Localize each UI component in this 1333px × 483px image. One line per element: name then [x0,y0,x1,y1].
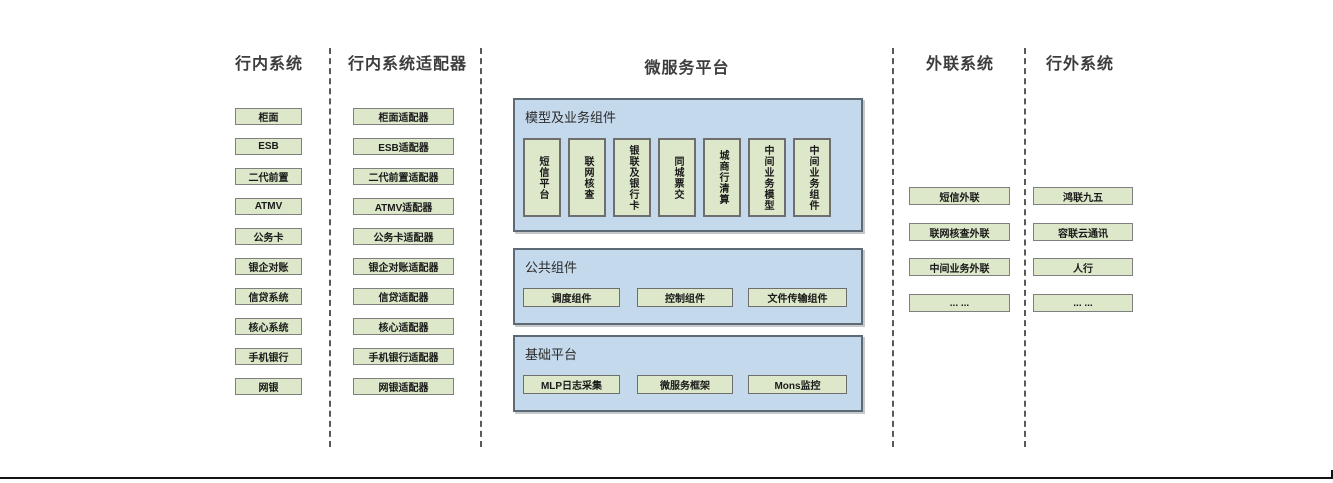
column-divider [1024,48,1026,447]
component-box: 调度组件 [523,288,620,307]
adapter-box: 信贷适配器 [353,288,454,305]
panel-title: 模型及业务组件 [525,110,617,125]
adapter-box: 柜面适配器 [353,108,454,125]
external-link-box: 中间业务外联 [909,258,1010,276]
panel-model-business-components: 模型及业务组件 短信平台 联网核查 银联及银行卡 同城票交 城商行清算 中间业务… [513,98,863,232]
component-box: 短信平台 [523,138,561,217]
col-title-internal-systems: 行内系统 [234,56,303,73]
col-title-outside-systems: 行外系统 [1045,56,1114,73]
system-box: 二代前置 [235,168,302,185]
component-box: 中间业务组件 [793,138,831,217]
component-box: 同城票交 [658,138,696,217]
outside-system-box: 鸿联九五 [1033,187,1133,205]
col-title-microservice-platform: 微服务平台 [644,60,730,77]
adapter-box: 网银适配器 [353,378,454,395]
column-divider [329,48,331,447]
component-box: 城商行清算 [703,138,741,217]
panel-common-components: 公共组件 调度组件 控制组件 文件传输组件 [513,248,863,325]
adapter-box: 银企对账适配器 [353,258,454,275]
panel-base-platform: 基础平台 MLP日志采集 微服务框架 Mons监控 [513,335,863,412]
system-box: 网银 [235,378,302,395]
panel-title: 基础平台 [525,347,578,362]
external-link-box: ... ... [909,294,1010,312]
system-box: 银企对账 [235,258,302,275]
adapter-box: 手机银行适配器 [353,348,454,365]
component-box: MLP日志采集 [523,375,620,394]
outside-system-box: 人行 [1033,258,1133,276]
outside-system-box: 容联云通讯 [1033,223,1133,241]
system-box: 信贷系统 [235,288,302,305]
page-bottom-border [0,477,1333,479]
external-link-box: 短信外联 [909,187,1010,205]
component-box: 中间业务模型 [748,138,786,217]
adapter-box: 公务卡适配器 [353,228,454,245]
system-box: 核心系统 [235,318,302,335]
component-box: 文件传输组件 [748,288,847,307]
page-border-corner [1331,470,1333,479]
external-link-box: 联网核查外联 [909,223,1010,241]
adapter-box: 核心适配器 [353,318,454,335]
adapter-box: 二代前置适配器 [353,168,454,185]
outside-system-box: ... ... [1033,294,1133,312]
component-box: 银联及银行卡 [613,138,651,217]
column-divider [480,48,482,447]
system-box: ESB [235,138,302,155]
component-box: 微服务框架 [637,375,733,394]
system-box: 柜面 [235,108,302,125]
panel-title: 公共组件 [525,260,578,275]
component-box: Mons监控 [748,375,847,394]
col-title-external-link-systems: 外联系统 [925,56,994,73]
system-box: 手机银行 [235,348,302,365]
component-box: 联网核查 [568,138,606,217]
adapter-box: ESB适配器 [353,138,454,155]
adapter-box: ATMV适配器 [353,198,454,215]
component-box: 控制组件 [637,288,733,307]
system-box: ATMV [235,198,302,215]
col-title-internal-adapters: 行内系统适配器 [347,56,467,73]
column-divider [892,48,894,447]
system-box: 公务卡 [235,228,302,245]
